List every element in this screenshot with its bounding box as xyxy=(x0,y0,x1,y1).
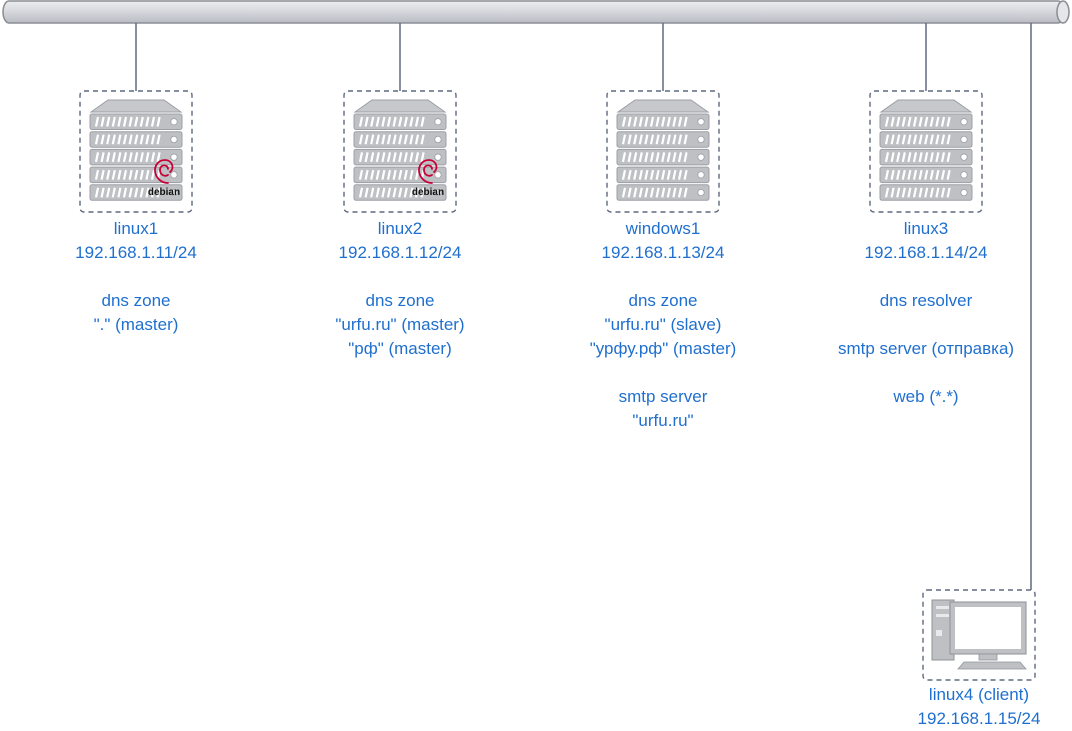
desktop-computer-icon xyxy=(931,599,1027,670)
label-line: dns zone xyxy=(628,291,698,310)
bus-connectors xyxy=(135,23,1032,590)
label-line: linux3 xyxy=(903,219,949,238)
label-line: dns zone xyxy=(365,291,435,310)
selection-frame xyxy=(869,90,983,213)
server-rack-icon xyxy=(616,99,710,201)
label-line: smtp server xyxy=(618,387,708,406)
node-linux2: debian xyxy=(343,90,457,213)
label-line: linux4 (client) xyxy=(928,685,1030,704)
label-line: dns zone xyxy=(101,291,171,310)
label-line: 192.168.1.15/24 xyxy=(917,709,1041,728)
server-rack-icon xyxy=(879,99,973,201)
selection-frame xyxy=(343,90,457,213)
label-line xyxy=(826,265,1026,289)
debian-logo-text: debian xyxy=(148,187,180,198)
debian-logo: debian xyxy=(412,159,444,198)
label-line: 192.168.1.12/24 xyxy=(338,243,462,262)
debian-logo: debian xyxy=(148,159,180,198)
node-linux4 xyxy=(922,589,1036,681)
server-rack-icon: debian xyxy=(353,99,447,201)
label-linux1: linux1 192.168.1.11/24 dns zone "." (master… xyxy=(36,217,236,337)
label-windows1: windows1 192.168.1.13/24 dns zone "urfu.ru"… xyxy=(563,217,763,433)
debian-logo-text: debian xyxy=(412,187,444,198)
label-line xyxy=(826,361,1026,385)
label-line: "." (master) xyxy=(93,315,179,334)
label-line: 192.168.1.13/24 xyxy=(601,243,725,262)
label-line: linux1 xyxy=(113,219,159,238)
label-line: web (*.*) xyxy=(893,387,959,406)
label-linux3: linux3 192.168.1.14/24 dns resolver smtp se… xyxy=(826,217,1026,409)
label-line: "урфу.рф" (master) xyxy=(589,339,737,358)
label-line: "urfu.ru" (slave) xyxy=(604,315,722,334)
label-line: 192.168.1.11/24 xyxy=(75,243,197,262)
label-line xyxy=(563,361,763,385)
server-rack-icon: debian xyxy=(89,99,183,201)
label-line xyxy=(826,313,1026,337)
label-linux4: linux4 (client) 192.168.1.15/24 xyxy=(879,683,1072,731)
label-line: dns resolver xyxy=(879,291,973,310)
node-linux3 xyxy=(869,90,983,213)
label-linux2: linux2 192.168.1.12/24 dns zone "urfu.ru" (… xyxy=(300,217,500,361)
selection-frame xyxy=(79,90,193,213)
selection-frame xyxy=(606,90,720,213)
label-line xyxy=(300,265,500,289)
label-line: "urfu.ru" xyxy=(632,411,694,430)
node-windows1 xyxy=(606,90,720,213)
label-line: 192.168.1.14/24 xyxy=(864,243,988,262)
network-bus xyxy=(2,0,1070,24)
label-line: smtp server (отправка) xyxy=(837,339,1015,358)
node-linux1: debian xyxy=(79,90,193,213)
label-line: "рф" (master) xyxy=(348,339,452,358)
label-line xyxy=(563,265,763,289)
label-line xyxy=(36,265,236,289)
node-icons: debian debian xyxy=(79,90,1036,681)
label-line: "urfu.ru" (master) xyxy=(335,315,465,334)
label-line: linux2 xyxy=(377,219,423,238)
label-line: windows1 xyxy=(625,219,701,238)
